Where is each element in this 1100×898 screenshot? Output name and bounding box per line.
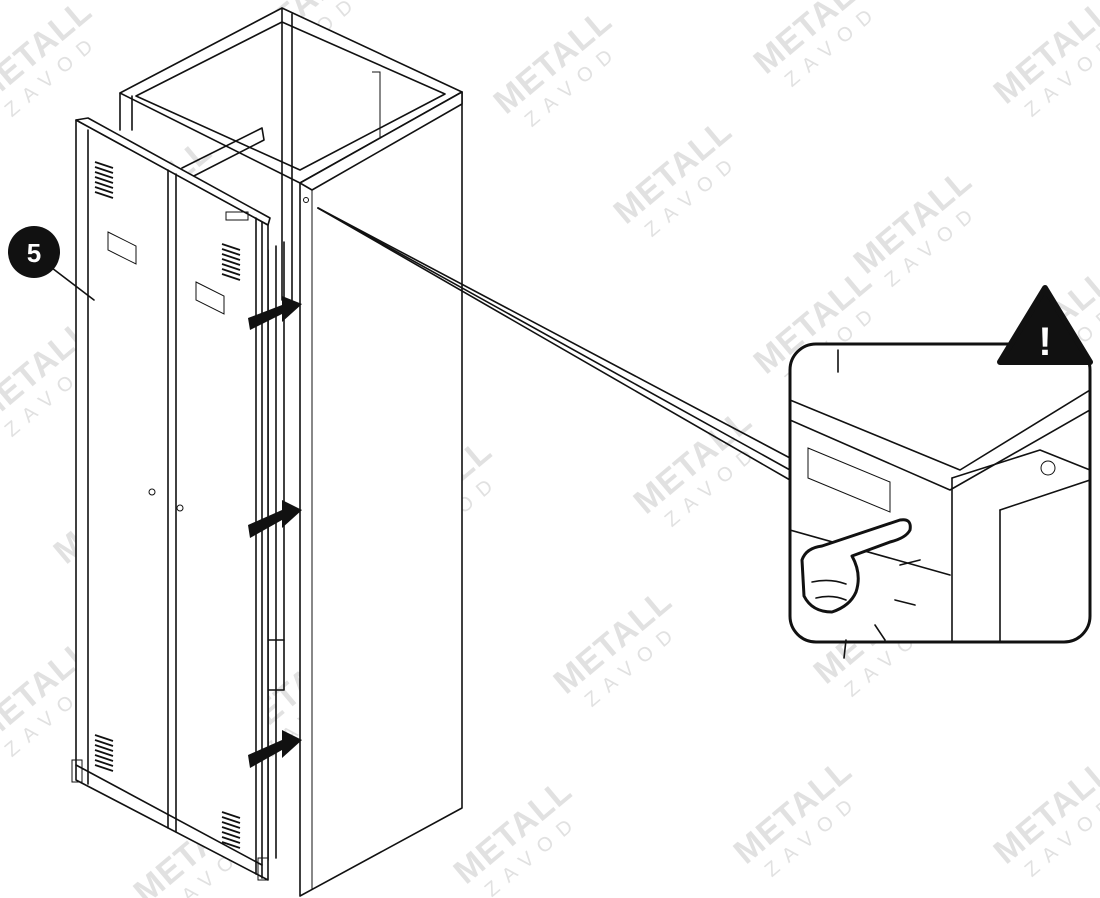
louvre-slot xyxy=(94,759,114,767)
louvre-slot xyxy=(221,811,241,819)
louvre-slot xyxy=(221,253,241,261)
warning-label: ! xyxy=(1038,320,1051,364)
louvre-slot xyxy=(94,176,114,184)
warning-triangle-icon: ! xyxy=(997,285,1093,365)
louvre-slot xyxy=(221,816,241,824)
side-panel xyxy=(299,91,463,897)
step-number: 5 xyxy=(27,238,41,268)
louvre-slot xyxy=(94,734,114,742)
louvre-slot xyxy=(221,243,241,251)
louvre-slot xyxy=(221,258,241,266)
louvre-slot xyxy=(221,268,241,276)
callout-leader xyxy=(317,207,791,481)
louvre-slot xyxy=(94,749,114,757)
louvre-slot xyxy=(94,191,114,199)
louvre-slot xyxy=(221,836,241,844)
door-assembly xyxy=(71,117,271,881)
louvre-slot xyxy=(221,841,241,849)
insert-arrow-icon xyxy=(248,296,302,768)
louvre-slot xyxy=(94,171,114,179)
louvre-slot xyxy=(94,166,114,174)
louvre-slot xyxy=(221,273,241,281)
louvre-slot xyxy=(221,263,241,271)
detail-callout xyxy=(788,342,1092,659)
louvre-slot xyxy=(221,826,241,834)
louvre-slot xyxy=(94,764,114,772)
ventilation-louvres xyxy=(94,161,241,849)
louvre-slot xyxy=(94,181,114,189)
louvre-slot xyxy=(94,744,114,752)
louvre-slot xyxy=(94,739,114,747)
louvre-slot xyxy=(94,161,114,169)
louvre-slot xyxy=(221,831,241,839)
pointing-hand-icon xyxy=(800,518,921,641)
louvre-slot xyxy=(221,821,241,829)
louvre-slot xyxy=(221,248,241,256)
louvre-slot xyxy=(94,754,114,762)
step-badge: 5 xyxy=(8,226,95,301)
louvre-slot xyxy=(94,186,114,194)
